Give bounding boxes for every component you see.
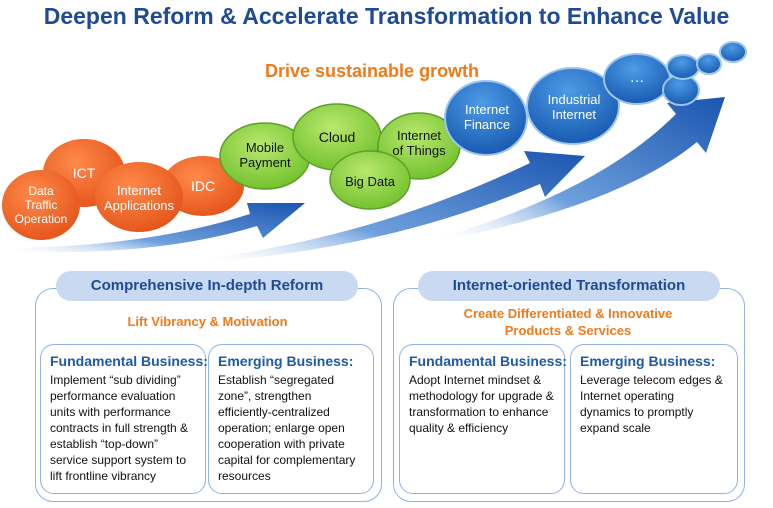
reform-fundamental-box: Fundamental Business: Implement “sub div… [40,344,208,494]
page-title: Deepen Reform & Accelerate Transformatio… [43,3,730,29]
bubble-idc: IDC [173,174,233,198]
bubble-shape-small-3 [696,53,722,75]
arrow-1 [15,203,305,253]
reform-fundamental-title: Fundamental Business: [50,353,208,369]
bubble-internet-of-things: Internet of Things [381,127,457,161]
bubble-internet-applications-label: Internet Applications [103,183,175,213]
bubble-cloud-label: Cloud [318,128,356,145]
transformation-heading: Internet-oriented Transformation [418,271,720,301]
bubble-shape-industrial-internet [526,67,620,145]
bubble-shape-data-traffic [2,170,80,240]
transformation-fundamental-box: Fundamental Business: Adopt Internet min… [399,344,567,494]
growth-arrows-graphic [2,41,747,262]
bubble-shape-small-4 [719,41,747,63]
reform-heading: Comprehensive In-depth Reform [56,271,358,301]
bubble-idc-label: IDC [190,177,216,194]
bubble-shape-internet-apps [95,162,183,232]
bubble-shape-internet-finance [444,80,528,156]
bubble-ict-label: ICT [72,164,96,181]
bubble-shape-small-2 [666,54,700,80]
bubble-mobile-payment: Mobile Payment [225,139,305,173]
growth-label: Drive sustainable growth [265,61,480,81]
bubble-data-traffic-label: Data Traffic Operation [14,184,68,226]
bubble-big-data-label: Big Data [345,173,395,189]
bubble-internet-of-things-label: Internet of Things [392,128,446,158]
reform-emerging-title: Emerging Business: [218,353,354,369]
bubble-internet-applications: Internet Applications [97,182,181,216]
arrow-2 [210,151,585,262]
reform-subheading: Lift Vibrancy & Motivation [127,314,288,329]
reform-emerging-text: Establish “segregated zone”, strengthen … [218,373,356,483]
bubble-internet-finance: Internet Finance [450,101,524,135]
bubble-ict: ICT [54,160,114,186]
arrow-3 [445,97,725,240]
transformation-emerging-title: Emerging Business: [580,353,716,369]
bubble-shape-big-data [329,150,411,210]
transformation-fundamental-title: Fundamental Business: [409,353,567,369]
transformation-emerging-box: Emerging Business: Leverage telecom edge… [570,344,738,494]
bubble-cloud: Cloud [297,126,377,148]
bubble-mobile-payment-label: Mobile Payment [239,140,291,170]
bubble-internet-finance-label: Internet Finance [463,102,511,132]
reform-emerging-box: Emerging Business: Establish “segregated… [208,344,374,494]
bubble-more-label: … [629,69,645,87]
transformation-fundamental-text: Adopt Internet mindset & methodology for… [409,373,554,435]
bubble-big-data: Big Data [332,171,408,193]
bubble-data-traffic: Data Traffic Operation [6,183,76,229]
bubble-industrial-internet-label: Industrial Internet [547,92,601,122]
bubble-more: … [614,68,660,88]
transformation-subheading: Create Differentiated & Innovative Produ… [463,306,673,338]
transformation-emerging-text: Leverage telecom edges & Internet operat… [580,373,723,435]
bubble-industrial-internet: Industrial Internet [532,91,616,125]
reform-fundamental-text: Implement “sub dividing” performance eva… [50,373,189,483]
